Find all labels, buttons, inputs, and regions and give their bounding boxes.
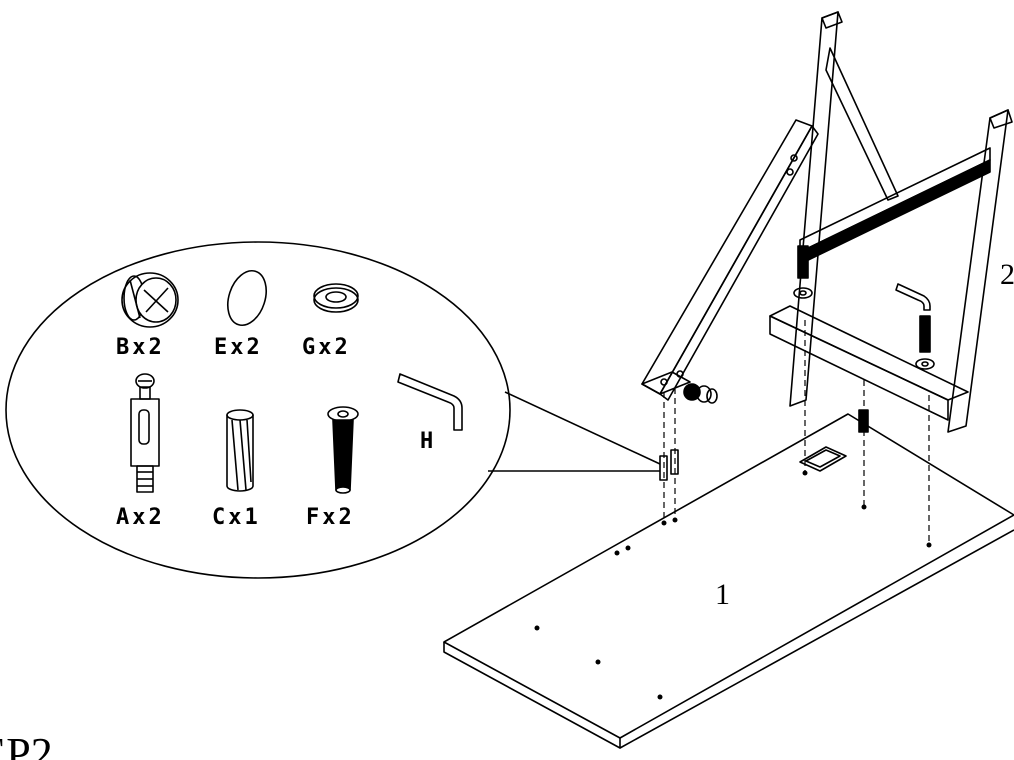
connector-bolt-icon [130, 373, 160, 493]
panel-number: 1 [715, 578, 730, 611]
dowel-icon [226, 409, 254, 492]
part-f-label: Fx2 [306, 505, 355, 530]
frame-assembly [641, 11, 1013, 433]
screw-placed-left [793, 245, 813, 299]
part-b-label: Bx2 [116, 335, 165, 360]
alignment-guides [663, 320, 930, 544]
screw-icon [327, 406, 359, 494]
allen-key-placed [895, 283, 931, 311]
part-h-label: H [420, 429, 436, 454]
step-title: STEP2 [0, 729, 53, 760]
parts-callout [5, 241, 511, 579]
board-panel [443, 413, 1014, 749]
cap-cover-icon [227, 269, 267, 327]
frame-number: 2 [1000, 258, 1014, 291]
cam-lock-placed [683, 383, 718, 404]
part-a-label: Ax2 [116, 505, 165, 530]
cam-lock-icon [121, 272, 179, 328]
callout-leader-top [504, 391, 661, 465]
part-g-label: Gx2 [302, 335, 351, 360]
part-e-label: Ex2 [214, 335, 263, 360]
allen-key-icon [397, 373, 463, 431]
board-holes [534, 470, 932, 700]
part-c-label: Cx1 [212, 505, 261, 530]
connector-bolt-placed [659, 449, 679, 481]
dowel-placed [858, 409, 869, 433]
screw-placed-right [915, 315, 935, 370]
washer-icon [313, 283, 359, 313]
